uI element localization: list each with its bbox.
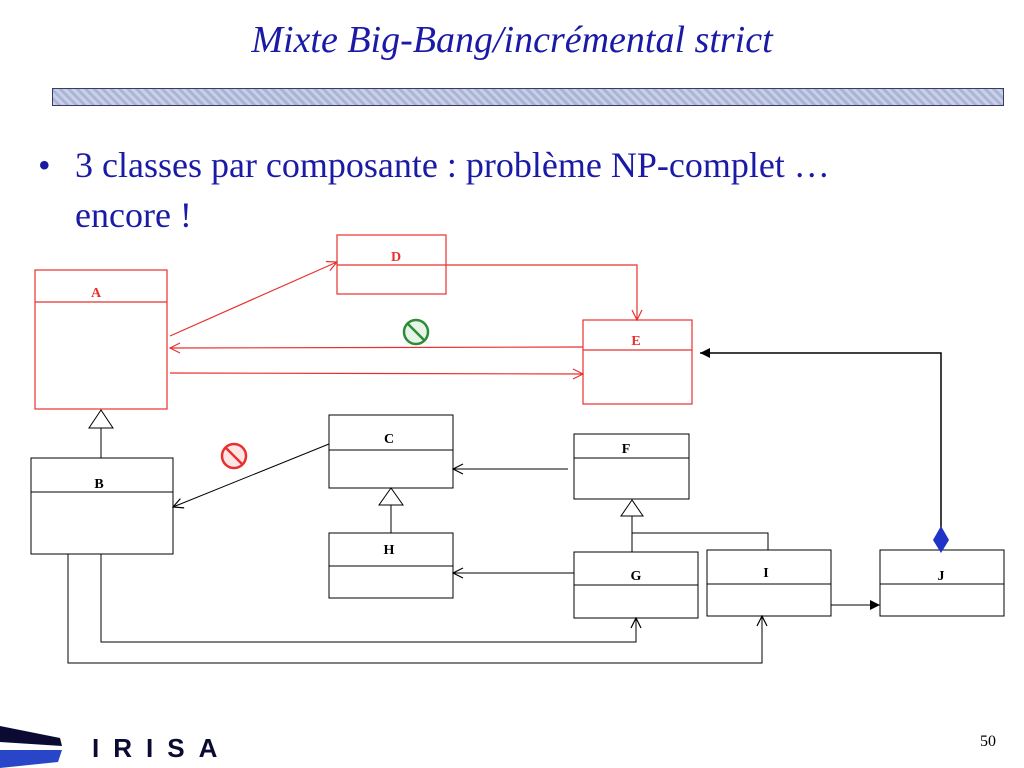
- class-i: I: [706, 549, 832, 617]
- class-c-label: C: [384, 432, 394, 447]
- class-g: G: [573, 551, 699, 619]
- edge-e-to-a: [170, 347, 584, 348]
- irisa-logo-mark: [0, 726, 62, 768]
- slide-title: Mixte Big-Bang/incrémental strict: [251, 19, 773, 61]
- class-a: A: [34, 269, 168, 410]
- class-c: C: [328, 414, 454, 489]
- class-j-label: J: [938, 569, 945, 584]
- inheritance-b-a-triangle: [88, 409, 114, 429]
- bullet-text: 3 classes par composante : problème NP-c…: [75, 145, 830, 235]
- forbidden-green-icon: [402, 318, 430, 346]
- class-h-label: H: [384, 543, 395, 558]
- class-b-label: B: [94, 477, 103, 492]
- class-e: E: [582, 319, 693, 405]
- class-f-label: F: [622, 442, 631, 457]
- class-d-label: D: [391, 250, 401, 265]
- edge-c-to-b: [173, 443, 330, 507]
- class-j: J: [879, 549, 1005, 617]
- edge-b-to-g: [100, 554, 636, 643]
- composition-j-to-e: [700, 348, 942, 533]
- class-g-label: G: [631, 569, 642, 584]
- bullet-item: • 3 classes par composante : problème NP…: [38, 140, 858, 240]
- composition-diamond-icon: [933, 526, 949, 553]
- logo-text: IRISA: [92, 733, 232, 763]
- title-underline-bar: [52, 88, 1004, 106]
- edge-a-to-e: [169, 373, 583, 374]
- class-a-label: A: [91, 286, 102, 301]
- bullet-dot: •: [38, 145, 51, 185]
- inheritance-i-f-line: [632, 532, 769, 550]
- class-e-label: E: [631, 334, 640, 349]
- edge-b-to-i: [67, 554, 762, 664]
- edge-d-to-e: [446, 264, 637, 320]
- class-h: H: [328, 532, 454, 599]
- forbidden-red-icon: [220, 442, 248, 470]
- inheritance-f-triangle: [620, 499, 644, 517]
- class-f: F: [573, 433, 690, 500]
- edge-a-to-d: [169, 262, 337, 337]
- class-i-label: I: [763, 566, 768, 581]
- class-d: D: [336, 234, 447, 295]
- page-number: 50: [980, 733, 996, 750]
- class-b: B: [30, 457, 174, 555]
- inheritance-h-c-triangle: [378, 487, 404, 506]
